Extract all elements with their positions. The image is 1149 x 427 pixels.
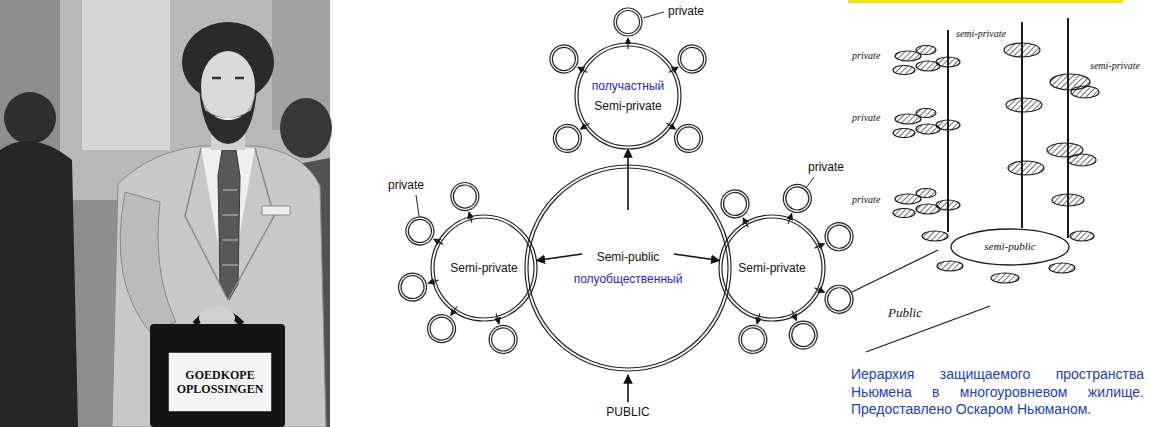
node-text: получастный bbox=[592, 79, 664, 93]
bystander-head bbox=[280, 98, 332, 158]
node-text: semi-public bbox=[984, 240, 1035, 253]
name-tag bbox=[262, 206, 290, 215]
beard bbox=[199, 88, 257, 144]
circle-line bbox=[528, 168, 728, 368]
face bbox=[201, 51, 255, 121]
semi-public-ellipse: semi-public bbox=[950, 228, 1070, 266]
node-text: Semi-private bbox=[738, 261, 805, 275]
private-label: private bbox=[668, 4, 704, 18]
semi-private-label: semi-private bbox=[956, 28, 1006, 40]
node-text-group: получастныйSemi-private bbox=[574, 42, 682, 150]
circle-outline bbox=[574, 42, 682, 150]
circle-line bbox=[722, 218, 822, 318]
circle-line bbox=[525, 165, 731, 371]
public-arrow bbox=[627, 375, 629, 402]
private-label: private bbox=[852, 194, 880, 206]
arm bbox=[120, 192, 176, 332]
node-text: Semi-private bbox=[450, 261, 517, 275]
connector-arrow bbox=[536, 254, 582, 261]
bystander-coat bbox=[0, 141, 78, 427]
node-text: полуобщественный bbox=[574, 272, 683, 286]
node-text: Semi-public bbox=[597, 250, 660, 264]
node-text-group: Semi-private bbox=[718, 214, 826, 322]
circle-line bbox=[431, 215, 537, 321]
photo-ground bbox=[0, 0, 330, 427]
jacket bbox=[112, 146, 326, 427]
public-label: PUBLIC bbox=[606, 405, 649, 419]
circle-line bbox=[434, 218, 534, 318]
circle-outline bbox=[524, 164, 732, 372]
node-text-group: semi-public bbox=[950, 228, 1070, 266]
circle-line bbox=[719, 215, 825, 321]
semi-private-circle: Semi-private bbox=[430, 214, 538, 322]
private-label: private bbox=[808, 160, 844, 174]
briefcase-sign bbox=[168, 352, 272, 412]
top-rule bbox=[848, 0, 1123, 3]
private-label: private bbox=[852, 112, 880, 124]
semi-public-circle: Semi-public полуобщественный bbox=[524, 164, 732, 372]
private-label: private bbox=[852, 50, 880, 62]
eyes bbox=[212, 77, 244, 80]
public-label: Public bbox=[888, 305, 922, 321]
circle-line bbox=[575, 43, 681, 149]
node-text-group: Semi-public полуобщественный bbox=[524, 164, 732, 372]
connector-arrow bbox=[674, 254, 720, 261]
semi-private-label: semi-private bbox=[1090, 60, 1140, 72]
tie bbox=[218, 150, 240, 300]
shirt bbox=[201, 148, 255, 300]
semi-private-circle: Semi-private bbox=[718, 214, 826, 322]
leader-lines bbox=[416, 12, 814, 216]
briefcase bbox=[150, 324, 285, 427]
tie-pattern bbox=[222, 190, 238, 265]
bystander-head bbox=[4, 92, 56, 144]
connector-arrow bbox=[627, 149, 629, 210]
window bbox=[82, 0, 170, 150]
circle-line bbox=[578, 46, 678, 146]
private-circles bbox=[395, 8, 857, 357]
node-text: Semi-private bbox=[594, 99, 661, 113]
private-label: private bbox=[388, 178, 424, 192]
node-text-group: Semi-private bbox=[430, 214, 538, 322]
sign-text: GOEDKOPE OPLOSSINGEN bbox=[168, 368, 272, 397]
smile bbox=[214, 116, 242, 120]
photo bbox=[0, 0, 332, 427]
ellipse-line bbox=[951, 229, 1069, 265]
semi-private-circle: получастныйSemi-private bbox=[574, 42, 682, 150]
caption: Иерархия защищаемого пространства Ньюмен… bbox=[851, 366, 1144, 419]
housing-sketch bbox=[852, 18, 1099, 352]
lapels bbox=[185, 148, 274, 300]
